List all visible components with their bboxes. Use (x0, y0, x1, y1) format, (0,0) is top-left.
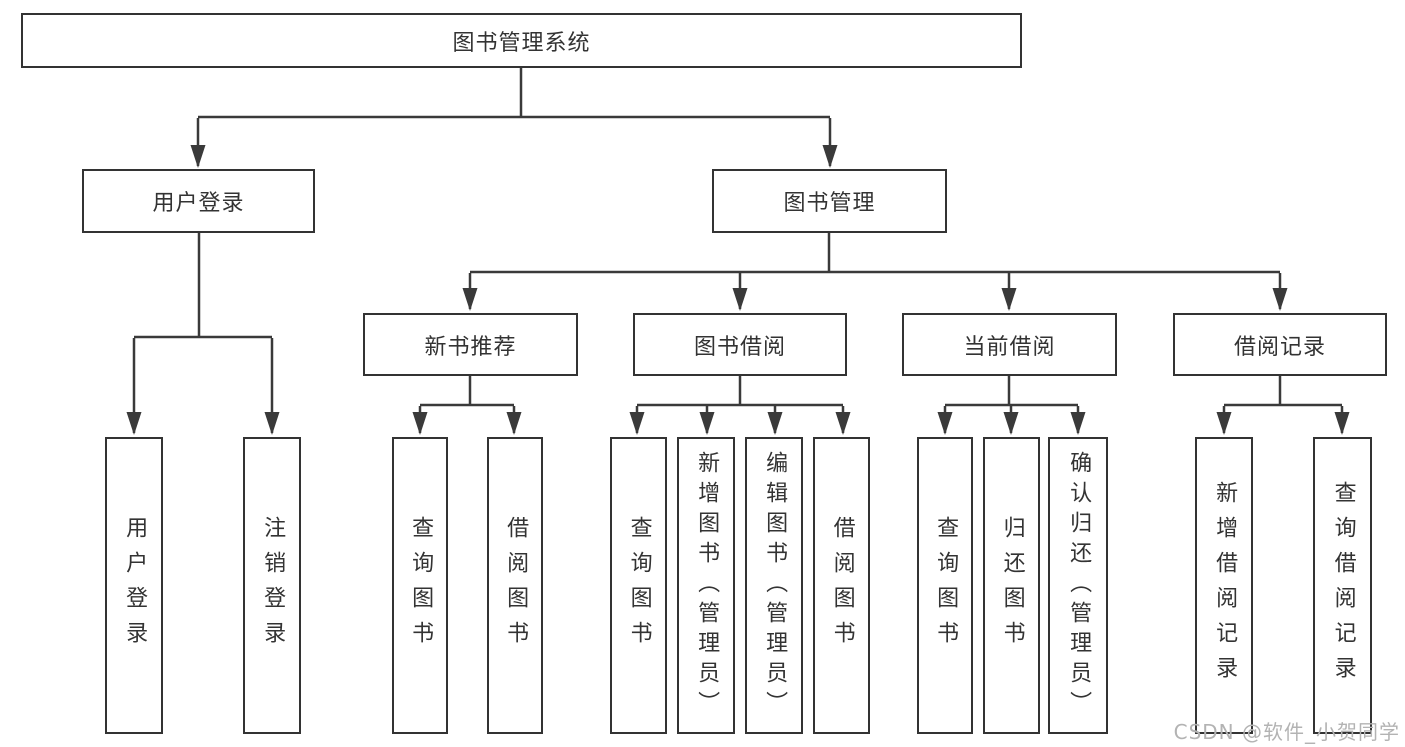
leaf-user-login-label: 用户登录 (122, 515, 148, 656)
node-user-login: 用户登录 (82, 169, 315, 233)
node-library-system: 图书管理系统 (21, 13, 1022, 68)
leaf-query-books-1-label: 查询图书 (408, 515, 434, 656)
leaf-logout: 注销登录 (243, 437, 301, 734)
node-borrowing-records-label: 借阅记录 (1233, 334, 1326, 360)
leaf-edit-book-admin-label: 编辑图书（管理员） (762, 450, 788, 721)
leaf-return-book: 归还图书 (983, 437, 1040, 734)
node-book-management: 图书管理 (712, 169, 947, 233)
leaf-query-borrow-record-label: 查询借阅记录 (1330, 480, 1356, 691)
leaf-query-books-2-label: 查询图书 (626, 515, 652, 656)
leaf-borrow-books-2-label: 借阅图书 (829, 515, 855, 656)
leaf-user-login: 用户登录 (105, 437, 163, 734)
csdn-watermark: CSDN @软件_小贺同学 (1173, 720, 1400, 744)
leaf-borrow-books-1: 借阅图书 (487, 437, 543, 734)
leaf-edit-book-admin: 编辑图书（管理员） (745, 437, 803, 734)
leaf-query-borrow-record: 查询借阅记录 (1313, 437, 1372, 734)
leaf-query-books-1: 查询图书 (392, 437, 448, 734)
node-book-borrowing: 图书借阅 (633, 313, 847, 376)
leaf-return-book-label: 归还图书 (999, 515, 1025, 656)
leaf-query-books-3-label: 查询图书 (933, 515, 959, 656)
node-new-book-recommend: 新书推荐 (363, 313, 578, 376)
leaf-borrow-books-1-label: 借阅图书 (503, 515, 529, 656)
leaf-query-books-3: 查询图书 (917, 437, 973, 734)
leaf-confirm-return-admin: 确认归还（管理员） (1048, 437, 1108, 734)
node-borrowing-records: 借阅记录 (1173, 313, 1387, 376)
node-user-login-label: 用户登录 (152, 191, 245, 216)
leaf-add-borrow-record-label: 新增借阅记录 (1212, 480, 1238, 691)
leaf-add-borrow-record: 新增借阅记录 (1195, 437, 1253, 734)
leaf-add-book-admin-label: 新增图书（管理员） (694, 450, 720, 721)
leaf-add-book-admin: 新增图书（管理员） (677, 437, 735, 734)
node-new-book-recommend-label: 新书推荐 (424, 334, 517, 360)
node-current-borrowing: 当前借阅 (902, 313, 1117, 376)
leaf-borrow-books-2: 借阅图书 (813, 437, 870, 734)
leaf-confirm-return-admin-label: 确认归还（管理员） (1066, 450, 1092, 721)
leaf-logout-label: 注销登录 (260, 515, 286, 656)
node-book-borrowing-label: 图书借阅 (693, 334, 786, 360)
node-current-borrowing-label: 当前借阅 (963, 334, 1056, 360)
node-book-management-label: 图书管理 (783, 191, 876, 216)
node-library-system-label: 图书管理系统 (452, 30, 591, 56)
connector-trunks (134, 68, 1342, 407)
leaf-query-books-2: 查询图书 (610, 437, 667, 734)
